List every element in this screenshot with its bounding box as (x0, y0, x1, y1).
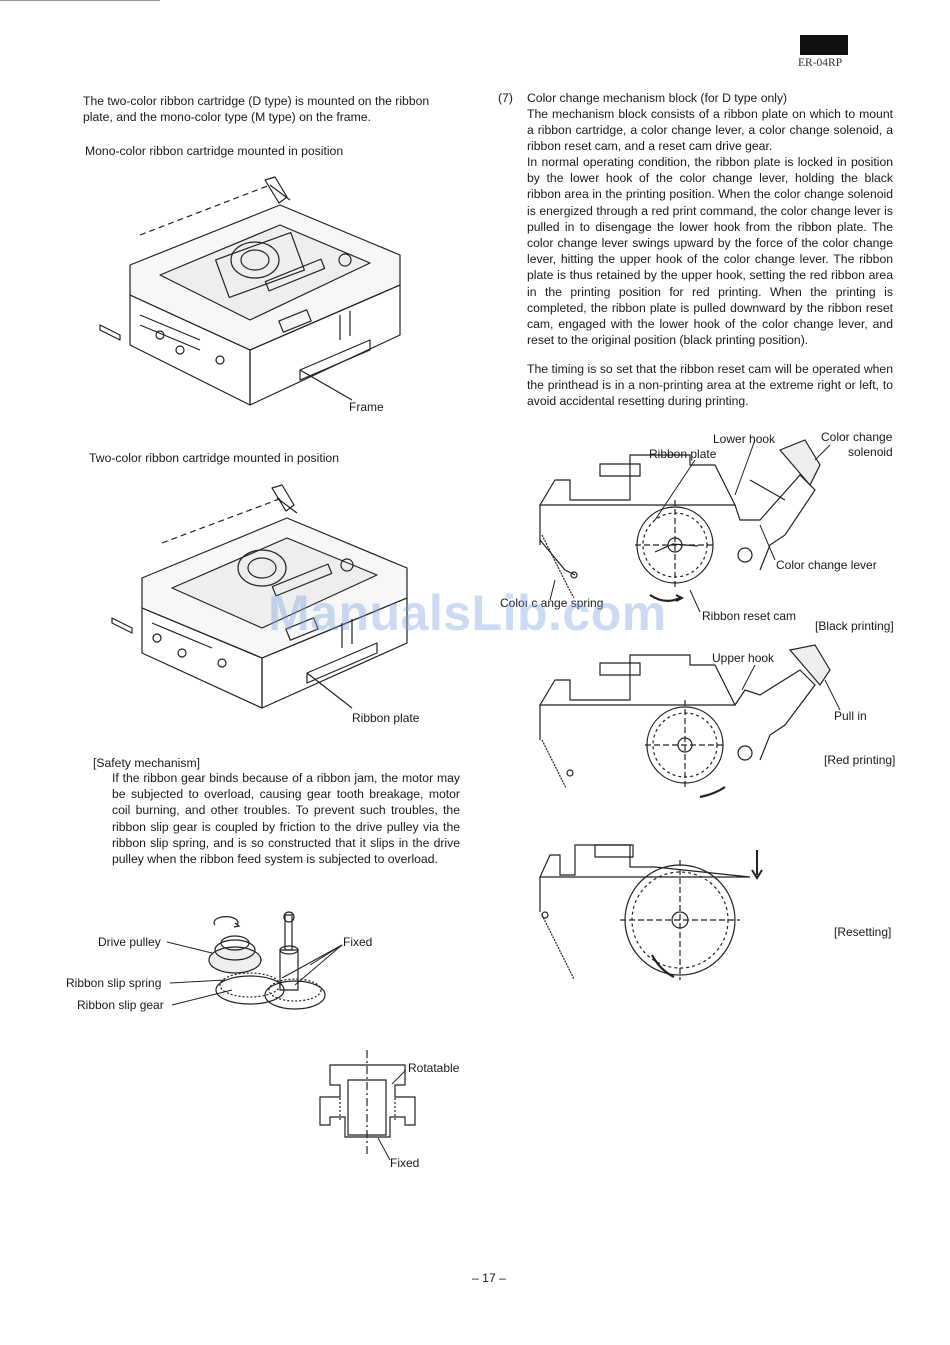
frame-label: Frame (349, 400, 384, 414)
ribbon-slip-spring-label: Ribbon slip spring (66, 976, 162, 990)
ribbon-slip-gear-label: Ribbon slip gear (77, 998, 164, 1012)
mechanism-paragraph-3: The timing is so set that the ribbon res… (527, 362, 893, 409)
ribbon-plate-diagram-label: Ribbon plate (649, 447, 717, 461)
mechanism-paragraph-1: The mechanism block consists of a ribbon… (527, 107, 893, 154)
intro-paragraph: The two-color ribbon cartridge (D type) … (83, 94, 430, 125)
color-change-spring-label: Coloı c ange spring (500, 596, 604, 610)
top-rule (0, 0, 160, 1)
mono-cartridge-illustration (100, 175, 430, 425)
black-printing-diagram (530, 440, 850, 630)
page-number: – 17 – (472, 1271, 506, 1285)
resetting-diagram (530, 825, 790, 990)
resetting-state: [Resetting] (834, 925, 892, 939)
lower-hook-label: Lower hook (713, 432, 776, 446)
black-printing-state: [Black printing] (815, 619, 894, 633)
pulley-section-illustration (300, 1050, 435, 1155)
mono-caption: Mono-color ribbon cartridge mounted in p… (85, 144, 344, 158)
two-color-cartridge-illustration (112, 483, 432, 718)
watermark: ManualsLib.com (268, 585, 667, 641)
gear-assembly-illustration (195, 905, 330, 1030)
ribbon-reset-cam-label: Ribbon reset cam (702, 609, 797, 623)
model-number: ER-04RP (798, 57, 843, 69)
upper-hook-label: Upper hook (712, 651, 775, 665)
section-fixed-label: Fixed (390, 1156, 420, 1170)
safety-paragraph: If the ribbon gear binds because of a ri… (112, 771, 460, 867)
section-number: (7) (498, 91, 513, 105)
safety-title: [Safety mechanism] (93, 756, 201, 770)
ribbon-plate-label: Ribbon plate (352, 711, 420, 725)
header-black-tab (800, 35, 848, 55)
red-printing-state: [Red printing] (824, 753, 896, 767)
drive-pulley-label: Drive pulley (98, 935, 161, 949)
rotatable-label: Rotatable (408, 1061, 460, 1075)
pull-in-label: Pull in (834, 709, 867, 723)
section-heading: Color change mechanism block (for D type… (527, 91, 788, 105)
mechanism-paragraph-2: In normal operating condition, the ribbo… (527, 155, 893, 348)
solenoid-label: solenoid (848, 445, 893, 459)
color-change-lever-label: Color change lever (776, 558, 877, 572)
two-color-caption: Two-color ribbon cartridge mounted in po… (89, 451, 339, 465)
color-change-label: Color change (821, 430, 893, 444)
red-printing-diagram (530, 645, 850, 805)
gear-fixed-label: Fixed (343, 935, 373, 949)
